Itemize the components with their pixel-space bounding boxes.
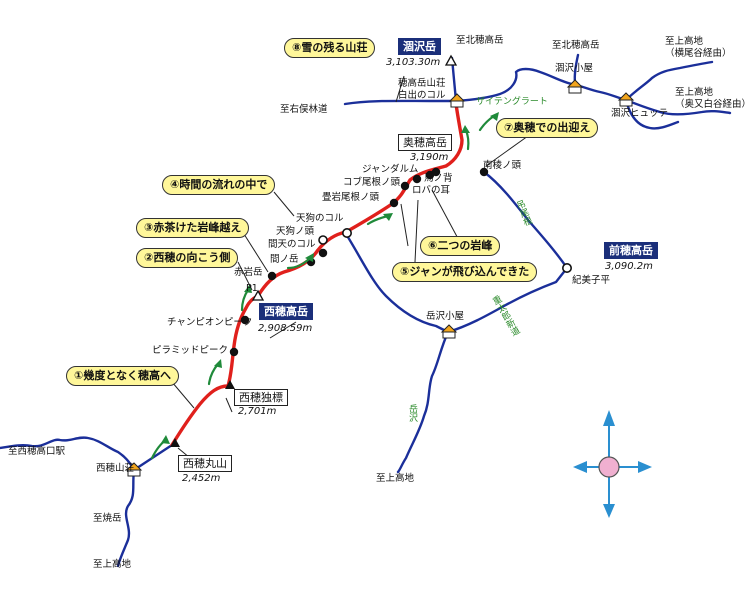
point-tengu-atama	[318, 235, 328, 245]
arrow-2-icon	[207, 362, 220, 386]
label-umanose: 馬ノ背	[424, 173, 453, 184]
label-migimata: 至右俣林道	[280, 104, 328, 115]
point-kobuone	[400, 181, 410, 191]
label-tatamiiwa: 畳岩尾根ノ頭	[322, 192, 380, 203]
label-tengu-col: 天狗のコル	[296, 213, 344, 224]
peak-karasawa-marker	[444, 54, 458, 66]
label-kamikochi-okumata: 至上高地 （奥又白谷経由）	[675, 87, 750, 110]
label-akaiwadake: 赤岩岳	[234, 267, 263, 278]
trail-tsuriodone	[482, 170, 569, 270]
label-robanomimi: ロバの耳	[412, 185, 451, 196]
label-p1: P1	[246, 283, 258, 294]
point-akaiwadake	[267, 271, 277, 281]
label-champion-peak: チャンピオンピーク	[167, 317, 253, 328]
point-pyramid-peak	[229, 347, 239, 357]
compass-icon	[573, 410, 652, 518]
elev-nishiho: 2,908.59m	[258, 323, 313, 334]
callout-3[interactable]: ③赤茶けた岩峰越え	[136, 218, 250, 238]
label-mano-dake: 間ノ岳	[270, 254, 299, 265]
peak-maruyama-marker	[170, 438, 180, 447]
peak-dokuhyo-marker	[225, 380, 235, 389]
label-nishiho-sanso: 西穂山荘	[96, 463, 135, 474]
hut-dakesawa-icon	[440, 324, 458, 339]
callout-6[interactable]: ⑥二つの岩峰	[420, 236, 501, 256]
label-nishiho-kochi-eki: 至西穂高口駅	[8, 446, 66, 457]
label-kimiko-daira: 紀美子平	[572, 275, 611, 286]
hut-nishiho-sanso-icon	[125, 462, 143, 477]
callout-7[interactable]: ⑦奥穂での出迎え	[496, 118, 599, 138]
elev-karasawa: 3,103.30m	[386, 57, 441, 68]
point-maten-col	[318, 248, 328, 258]
trail-sanso-yakedake	[116, 468, 136, 568]
label-tengu-atama: 天狗ノ頭	[276, 226, 315, 237]
trail-dakesawa-down	[396, 330, 450, 474]
callout-5[interactable]: ⑤ジャンが飛び込んできた	[392, 262, 538, 282]
callout-8[interactable]: ⑧雪の残る山荘	[284, 38, 376, 58]
callout-1[interactable]: ①幾度となく穂高へ	[66, 366, 179, 386]
label-kamikochi-sw: 至上高地	[93, 559, 132, 570]
hut-karasawa-icon	[566, 79, 584, 94]
elev-okuho: 3,190m	[410, 152, 449, 163]
label-kamikochi-yokoo: 至上高地 （横尾谷経由）	[665, 36, 732, 59]
peak-p1-marker	[251, 289, 265, 301]
hut-hotakadake-sanso-icon	[448, 93, 466, 108]
label-dakesawa: 岳沢	[407, 404, 417, 422]
peak-maruyama: 西穂丸山	[178, 455, 232, 473]
peak-nishiho: 西穂高岳	[259, 303, 313, 321]
trail-migimata	[343, 99, 458, 106]
trail-okumata	[624, 98, 732, 116]
elev-dokuhyo: 2,701m	[238, 406, 277, 417]
label-dakesawa-hut: 岳沢小屋	[426, 311, 465, 322]
callout-2[interactable]: ②西穂の向こう側	[136, 248, 239, 268]
point-tatamiiwa	[389, 198, 399, 208]
peak-maeho: 前穂高岳	[604, 242, 658, 260]
label-karasawa-hut: 涸沢小屋	[555, 63, 594, 74]
peak-okuho: 奥穂高岳	[398, 134, 452, 152]
peak-karasawa-dake: 涸沢岳	[398, 38, 441, 56]
label-kitaho-1: 至北穂高岳	[456, 35, 504, 46]
arrow-7-icon	[478, 114, 496, 132]
trail-nishiho-kochi	[0, 436, 136, 472]
hut-karasawa-hutte-icon	[617, 92, 635, 107]
label-kitaho-2: 至北穂高岳	[552, 40, 600, 51]
point-gendarme	[412, 174, 422, 184]
elev-maruyama: 2,452m	[182, 473, 221, 484]
label-zaiteng: ザイテングラート	[476, 97, 548, 107]
label-maten-col: 間天のコル	[268, 239, 316, 250]
point-robanomimi	[425, 170, 435, 180]
label-kobuone: コブ尾根ノ頭	[343, 177, 401, 188]
label-yakedake: 至焼岳	[93, 513, 122, 524]
point-kimiko-daira	[561, 262, 572, 273]
callout-4[interactable]: ④時間の流れの中で	[162, 175, 276, 195]
trail-karasawa-extra	[624, 98, 680, 130]
point-nanryo	[479, 167, 489, 177]
label-karasawa-hutte: 涸沢ヒュッテ	[611, 108, 669, 119]
label-pyramid-peak: ピラミッドピーク	[152, 345, 229, 356]
trail-karasawa-hut	[454, 67, 628, 103]
label-nanryo: 南稜ノ頭	[483, 160, 522, 171]
trail-tengu-dakesawa	[344, 232, 450, 334]
label-kamikochi-s: 至上高地	[376, 473, 415, 484]
elev-maeho: 3,090.2m	[605, 261, 653, 272]
trail-jutaro	[446, 266, 569, 334]
peak-dokuhyo: 西穂独標	[234, 389, 288, 407]
point-tengu-col	[341, 228, 352, 239]
label-gendarme: ジャンダルム	[362, 164, 419, 175]
label-hotakadake-sanso: 穂高岳山荘 白出のコル	[398, 78, 446, 101]
point-champion-peak	[240, 315, 250, 325]
trail-yokoo	[624, 60, 714, 102]
